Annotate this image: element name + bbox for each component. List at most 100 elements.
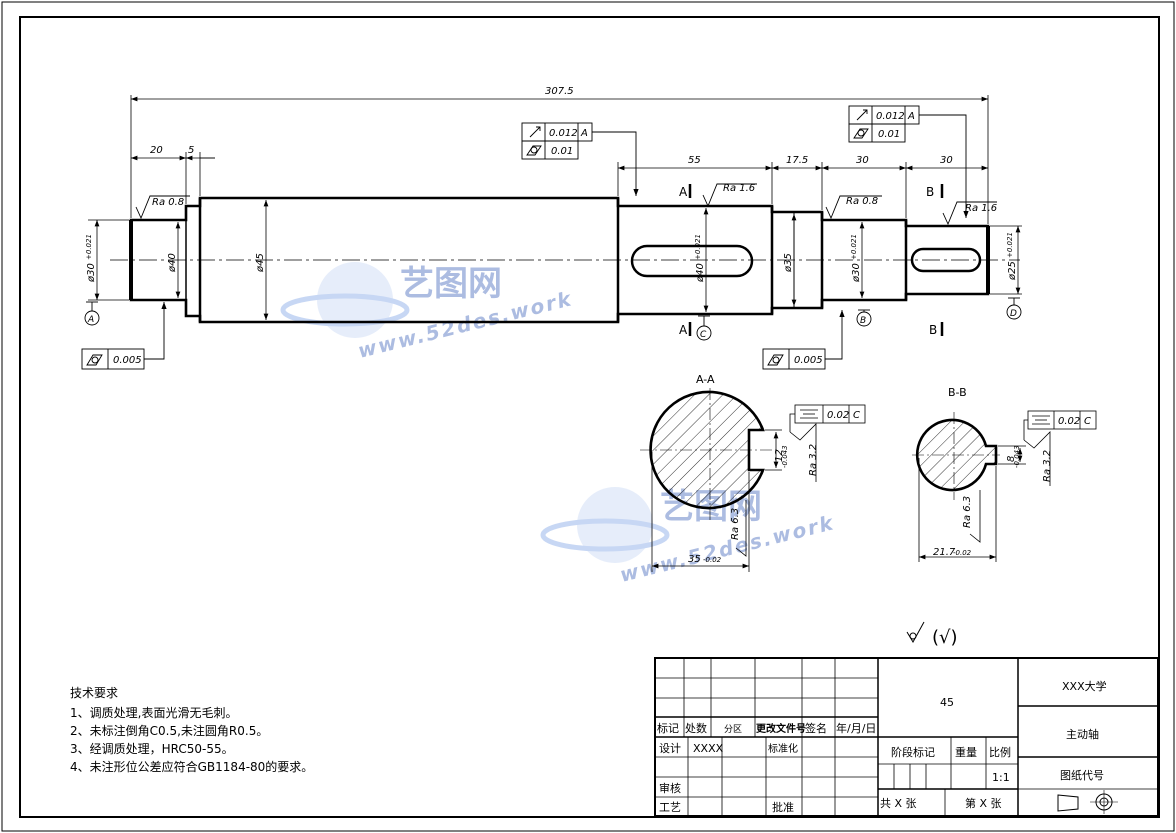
dia-45-label: ø45: [255, 253, 266, 273]
diameter-dimensions: [88, 200, 1022, 320]
roughness-symbols: [135, 183, 997, 226]
tol-frame-right: [848, 105, 969, 218]
ra-0-8-right: Ra 0.8: [846, 196, 878, 207]
dim-seg-30a: 30: [856, 155, 869, 166]
svg-text:+0.021: +0.021: [850, 234, 858, 260]
tech-req-item-1: 1、调质处理,表面光滑无毛刺。: [70, 706, 237, 720]
svg-text:+0.021: +0.021: [1006, 232, 1014, 258]
aa-width-tol: -0.02: [703, 556, 722, 564]
section-mark-b-bottom: B: [929, 323, 937, 337]
ra-0-8-left: Ra 0.8: [152, 197, 184, 208]
dim-seg-5: 5: [188, 145, 194, 156]
bb-sym-value: 0.02: [1058, 416, 1080, 427]
tol-frame-left-cyl: [81, 302, 167, 370]
ra-1-6-mid: Ra 1.6: [723, 183, 755, 194]
tb-standardize: 标准化: [768, 742, 798, 755]
horizontal-dimensions: [130, 95, 989, 224]
tol-mid-runout-datum: A: [580, 128, 588, 139]
tech-req-title: 技术要求: [70, 686, 118, 700]
svg-text:ø30: ø30: [851, 263, 862, 283]
svg-text:ø40: ø40: [695, 263, 706, 283]
dim-seg-20: 20: [150, 145, 163, 156]
bb-width-tol: -0.02: [953, 549, 972, 557]
svg-text:+0.021: +0.021: [85, 234, 93, 260]
tb-stage-mark: 阶段标记: [891, 745, 935, 759]
dia-40-key-label: ø40 +0.021: [694, 234, 706, 283]
tech-req-item-3: 3、经调质处理，HRC50-55。: [70, 742, 234, 756]
tb-col-date: 年/月/日: [836, 721, 876, 735]
keyway-slot-mid: [630, 244, 754, 278]
datum-symbols: [84, 297, 1022, 341]
aa-sym-value: 0.02: [827, 410, 849, 421]
tb-weight: 重量: [955, 745, 977, 759]
dia-35-label: ø35: [783, 253, 794, 273]
datum-c: C: [700, 330, 707, 340]
watermark-brand-top: 艺图网: [400, 264, 502, 304]
aa-width: 35: [688, 554, 701, 565]
datum-a: A: [87, 315, 94, 325]
dia-25-label: ø25 +0.021: [1006, 232, 1018, 281]
tol-frame-right2-cyl: [762, 310, 845, 370]
section-mark-b-top: B: [926, 185, 934, 199]
tol-right2-cyl: 0.005: [794, 355, 823, 366]
svg-text:+0.021: +0.021: [694, 234, 702, 260]
aa-sym-datum: C: [853, 410, 860, 421]
inner-border: [19, 16, 1160, 818]
section-cut-marks: [688, 184, 944, 336]
bb-ra-6-3: Ra 6.3: [962, 496, 973, 528]
section-mark-a-top: A: [679, 185, 688, 199]
tb-school: XXX大学: [1062, 679, 1107, 693]
dia-30-right-label: ø30 +0.021: [850, 234, 862, 283]
dim-seg-17-5: 17.5: [786, 155, 808, 166]
tb-designer: XXXX: [693, 742, 724, 755]
tb-sheet-no: 第 X 张: [965, 796, 1002, 810]
tb-drawing-no: 图纸代号: [1060, 769, 1104, 782]
tb-col-doc: 更改文件号: [756, 722, 806, 735]
svg-text:ø25: ø25: [1007, 261, 1018, 281]
tb-total-sheets: 共 X 张: [880, 797, 917, 810]
dim-overall-length: 307.5: [545, 86, 574, 97]
tb-material: 45: [940, 696, 954, 709]
tech-req-item-4: 4、未注形位公差应符合GB1184-80的要求。: [70, 759, 313, 774]
tb-review: 审核: [659, 781, 681, 795]
tb-col-count: 处数: [685, 722, 707, 735]
tb-col-sign: 签名: [805, 721, 827, 735]
datum-d: D: [1010, 309, 1017, 319]
section-mark-a-bottom: A: [679, 323, 688, 337]
tech-requirements: 技术要求 1、调质处理,表面光滑无毛刺。 2、未标注倒角C0.5,未注圆角R0.…: [70, 686, 313, 774]
section-bb-title: B-B: [948, 386, 967, 399]
watermark-top: 艺图网 www.52des.work: [280, 262, 575, 363]
dia-40-label: ø40: [167, 253, 178, 273]
general-roughness-note: (√): [932, 627, 958, 648]
tol-right-runout: 0.012: [876, 111, 905, 122]
aa-key-tol: -0.043: [781, 445, 789, 468]
svg-text:ø30: ø30: [86, 263, 97, 283]
tb-scale-value: 1:1: [992, 771, 1010, 784]
tol-frame-mid: [521, 122, 639, 196]
dia-30-left-label: ø30 +0.021: [85, 234, 97, 283]
tb-col-mark: 标记: [657, 721, 679, 735]
tb-approve: 批准: [772, 800, 794, 814]
tb-col-zone: 分区: [724, 724, 742, 735]
tech-req-item-2: 2、未标注倒角C0.5,未注圆角R0.5。: [70, 723, 268, 738]
tol-left-cyl: 0.005: [113, 355, 142, 366]
general-roughness-symbol: [906, 621, 925, 644]
section-aa-title: A-A: [696, 373, 715, 386]
title-block-text: 标记 处数 分区 更改文件号 签名 年/月/日 设计 XXXX 标准化 审核 工…: [657, 679, 1107, 814]
aa-key: 12: [774, 449, 785, 462]
aa-ra-3-2: Ra 3.2: [808, 444, 819, 476]
bb-key: 8: [1006, 456, 1017, 462]
tol-mid-cyl: 0.01: [551, 146, 573, 157]
bb-key-tol: -0.043: [1013, 445, 1021, 468]
bb-sym-datum: C: [1084, 416, 1091, 427]
tol-mid-runout: 0.012: [549, 128, 578, 139]
aa-ra-6-3: Ra 6.3: [730, 508, 741, 540]
tb-process: 工艺: [659, 801, 681, 814]
tol-right-runout-datum: A: [907, 111, 915, 122]
tol-right-cyl: 0.01: [878, 129, 900, 140]
title-block: [654, 657, 1159, 817]
ra-1-6-right: Ra 1.6: [965, 203, 997, 214]
tb-scale: 比例: [989, 745, 1011, 759]
